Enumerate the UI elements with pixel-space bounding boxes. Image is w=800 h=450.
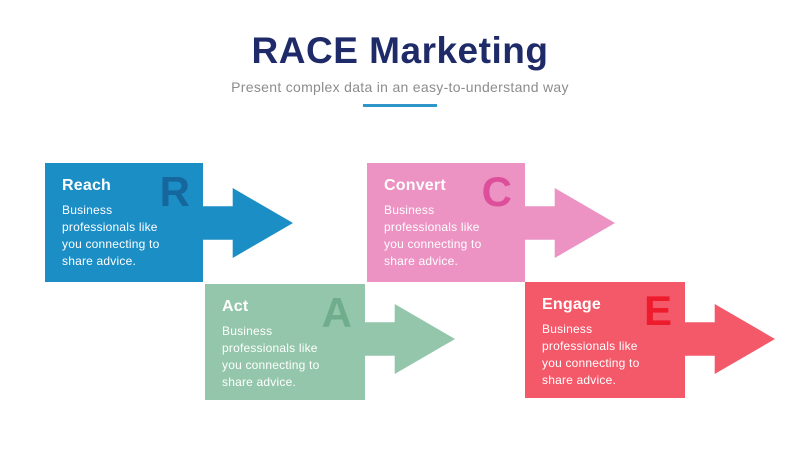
arrow-right-icon xyxy=(203,188,293,258)
stage-act-box: A Act Business professionals like you co… xyxy=(205,284,365,400)
stage-engage-box: E Engage Business professionals like you… xyxy=(525,282,685,398)
stage-convert-body: Business professionals like you connecti… xyxy=(384,203,482,269)
stage-act-title: Act xyxy=(222,298,249,315)
stage-reach-letter: R xyxy=(159,168,190,215)
stage-convert-letter: C xyxy=(481,168,512,215)
stage-act-letter: A xyxy=(321,289,352,336)
page-title: RACE Marketing xyxy=(251,30,549,71)
stage-reach-title: Reach xyxy=(62,177,112,194)
stage-engage-title: Engage xyxy=(542,296,601,313)
arrow-right-icon xyxy=(525,188,615,258)
stage-engage-letter: E xyxy=(643,287,672,334)
arrow-right-icon xyxy=(365,304,455,374)
stage-convert-box: C Convert Business professionals like yo… xyxy=(367,163,525,282)
title-underline xyxy=(363,104,437,107)
slide-header: RACE Marketing Present complex data in a… xyxy=(0,0,800,107)
page-subtitle: Present complex data in an easy-to-under… xyxy=(231,79,569,95)
stage-engage-body: Business professionals like you connecti… xyxy=(542,322,640,388)
stage-act-body: Business professionals like you connecti… xyxy=(222,324,320,390)
stage-reach-box: R Reach Business professionals like you … xyxy=(45,163,203,282)
stage-convert-title: Convert xyxy=(384,177,446,194)
arrow-right-icon xyxy=(685,304,775,374)
stage-reach-body: Business professionals like you connecti… xyxy=(62,203,160,269)
